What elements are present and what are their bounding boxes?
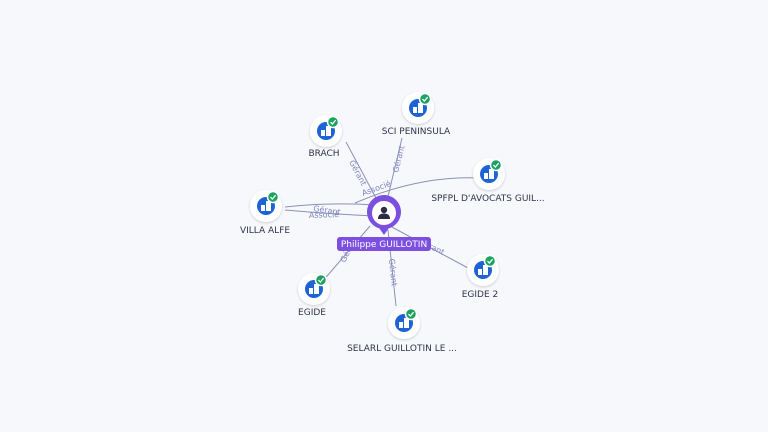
edge-label-selarl: Gérant (387, 258, 400, 286)
building-icon (261, 201, 271, 211)
edge-label-brach: Gérant (347, 158, 369, 187)
building-icon (413, 103, 423, 113)
verified-check-icon (489, 158, 503, 172)
node-brach[interactable]: BRACH (308, 115, 342, 159)
verified-check-icon (418, 92, 432, 106)
node-egide[interactable]: EGIDE (298, 273, 330, 318)
verified-check-icon (326, 115, 340, 129)
building-icon (484, 169, 494, 179)
verified-check-icon (266, 190, 280, 204)
node-label-selarl: SELARL GUILLOTIN LE ... (347, 344, 457, 354)
edge-egide: Gérant (321, 225, 371, 283)
verified-check-icon (404, 307, 418, 321)
verified-check-icon (483, 254, 497, 268)
node-sci-peninsula[interactable]: SCI PENINSULA (382, 92, 451, 137)
verified-check-icon (314, 273, 328, 287)
building-icon (399, 318, 409, 328)
edge-label-sci: Gérant (390, 144, 406, 173)
node-selarl[interactable]: SELARL GUILLOTIN LE ... (347, 307, 457, 354)
building-icon (321, 126, 331, 136)
edge-label-villa-associe: Associé (309, 209, 340, 220)
center-node-person[interactable]: Philippe GUILLOTIN (337, 195, 431, 251)
building-icon (309, 284, 319, 294)
edge-villa-associe: Associé (284, 209, 376, 220)
center-label-badge (337, 237, 431, 251)
node-label-villa-alfe: VILLA ALFE (240, 226, 290, 236)
node-egide-2[interactable]: EGIDE 2 (462, 254, 499, 300)
node-label-brach: BRACH (308, 149, 339, 159)
node-label-egide: EGIDE (298, 308, 326, 318)
building-icon (478, 265, 488, 275)
center-label: Philippe GUILLOTIN (341, 240, 427, 250)
node-label-egide-2: EGIDE 2 (462, 290, 499, 300)
nodes: BRACH SCI PENINSULA (240, 92, 545, 354)
node-label-sci-peninsula: SCI PENINSULA (382, 127, 451, 137)
node-villa-alfe[interactable]: VILLA ALFE (240, 190, 290, 236)
node-label-spfpl: SPFPL D'AVOCATS GUIL... (431, 194, 544, 204)
person-icon (378, 206, 390, 219)
node-spfpl[interactable]: SPFPL D'AVOCATS GUIL... (431, 158, 545, 204)
